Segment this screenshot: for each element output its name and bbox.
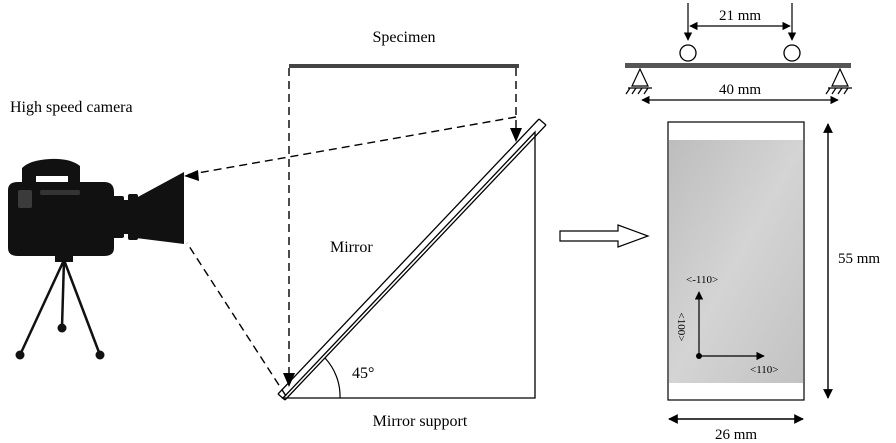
path-arrowhead-left: [283, 373, 295, 387]
beam: [625, 63, 851, 68]
camera-label: High speed camera: [10, 99, 133, 116]
hollow-right-arrow-icon: [559, 224, 650, 248]
dir-normal-label: <100>: [675, 313, 687, 342]
specimen-label: Specimen: [372, 29, 435, 46]
camera-icon: [8, 158, 184, 360]
specimen-photo: <-110> <110> <100>: [667, 121, 805, 401]
axis-origin: [696, 353, 702, 359]
dir-up-label: <-110>: [686, 274, 718, 286]
mirror-support: [281, 130, 536, 399]
loading-pin-right: [783, 44, 801, 62]
angle-arc: [324, 357, 341, 399]
optical-paths: [185, 68, 517, 397]
outer-span-label: 40 mm: [719, 82, 761, 98]
mirror-support-label: Mirror support: [373, 413, 468, 430]
bending-setup: 21 mm 40 mm: [625, 3, 852, 105]
mirror-label: Mirror: [330, 239, 373, 256]
dir-right-label: <110>: [750, 364, 779, 376]
specimen-bar: [289, 64, 519, 68]
support-right: [825, 67, 852, 95]
path-arrowhead-right: [510, 128, 522, 142]
height-label: 55 mm: [838, 251, 880, 267]
specimen-surface: [669, 140, 803, 383]
inner-span-label: 21 mm: [719, 8, 761, 24]
loading-pin-left: [679, 44, 697, 62]
angle-label: 45°: [352, 365, 374, 382]
path-arrowhead-camera: [184, 170, 199, 181]
mirror: [277, 118, 547, 401]
width-label: 26 mm: [715, 427, 757, 443]
support-left: [625, 67, 652, 95]
camera-highlights: [18, 190, 80, 208]
